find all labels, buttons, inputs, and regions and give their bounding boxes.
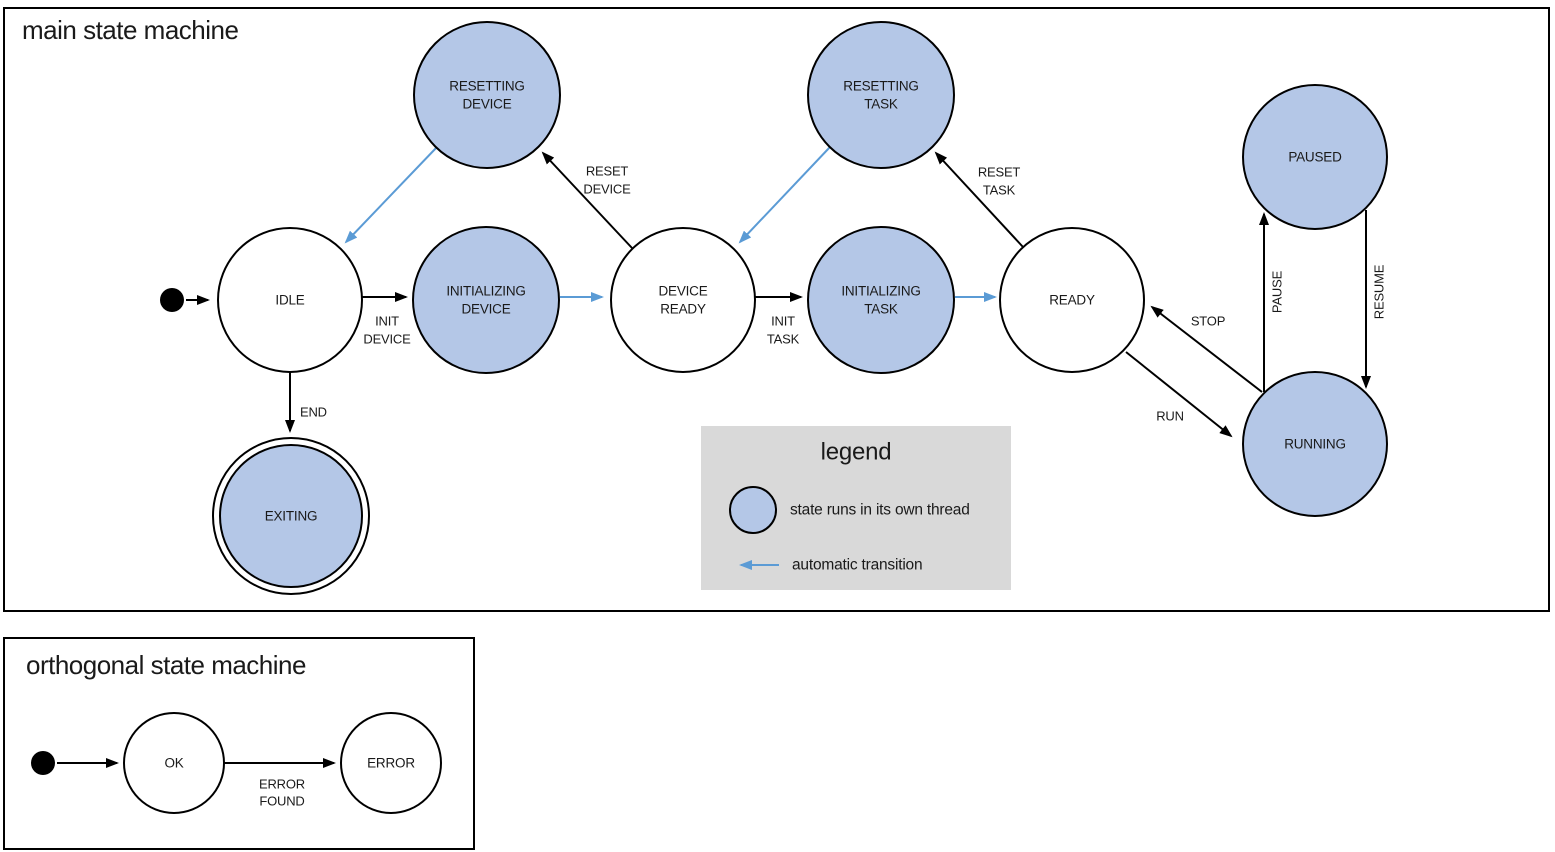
state-ready-label: READY [1049,293,1095,308]
main-state-machine-box: main state machine [3,7,1550,612]
transition-resetting-task-to-device-ready [738,146,831,244]
state-initializing-device-label: INITIALIZING [446,284,525,299]
state-idle: IDLE [217,227,363,373]
state-resetting-device-circle [413,21,561,169]
state-running: RUNNING [1242,371,1388,517]
state-device-ready-label: DEVICE [658,284,707,299]
label-resume: RESUME [1372,264,1387,319]
label-reset-device: DEVICE [583,182,631,197]
state-paused-circle [1242,84,1388,230]
legend-auto-transition-label: automatic transition [792,557,922,574]
state-initializing-task-circle [807,226,955,374]
transition-running-to-ready-stop [1150,305,1263,393]
state-paused-label: PAUSED [1288,150,1342,165]
state-exiting-final: EXITING [212,437,370,595]
orthogonal-box-border [3,637,475,850]
state-idle-label: IDLE [275,293,304,308]
transition-ready-to-resetting-task [934,151,1024,248]
state-error: ERROR [340,712,442,814]
state-initializing-task-label: INITIALIZING [841,284,920,299]
state-ready: READY [999,227,1145,373]
label-error-found: FOUND [259,794,304,809]
state-paused: PAUSED [1242,84,1388,230]
state-resetting-device-label: DEVICE [462,97,511,112]
transition-device-ready-to-resetting-device [541,151,633,249]
state-initializing-device-label: DEVICE [461,302,510,317]
transition-resetting-device-to-idle [344,146,438,244]
orthogonal-box-title: orthogonal state machine [26,650,306,680]
state-resetting-device-label: RESETTING [449,79,524,94]
label-pause: PAUSE [1270,270,1285,313]
label-init-task: INIT [771,314,795,329]
label-reset-task: TASK [983,183,1016,198]
main-transitions [186,146,1371,438]
state-running-label: RUNNING [1284,437,1346,452]
state-resetting-task: RESETTING TASK [807,21,955,169]
label-init-task: TASK [767,332,800,347]
orthogonal-initial-state-dot [31,751,55,775]
transition-ready-to-running-run [1125,351,1233,438]
state-initializing-device-circle [412,226,560,374]
state-ok: OK [123,712,225,814]
state-ok-circle [123,712,225,814]
state-error-circle [340,712,442,814]
state-resetting-task-label: RESETTING [843,79,918,94]
state-device-ready-label: READY [660,302,706,317]
state-ready-circle [999,227,1145,373]
label-error-found: ERROR [259,777,305,792]
state-initializing-task: INITIALIZING TASK [807,226,955,374]
state-initializing-device: INITIALIZING DEVICE [412,226,560,374]
state-running-circle [1242,371,1388,517]
legend-title: legend [821,439,892,466]
state-resetting-task-circle [807,21,955,169]
state-ok-label: OK [164,756,183,771]
label-init-device: DEVICE [363,332,411,347]
state-idle-circle [217,227,363,373]
state-resetting-device: RESETTING DEVICE [413,21,561,169]
state-exiting-label: EXITING [265,509,318,524]
state-device-ready: DEVICE READY [610,227,756,373]
main-box-title: main state machine [22,15,238,45]
state-exiting-circle [219,444,363,588]
initial-state-dot [160,288,184,312]
legend-thread-state-icon [729,486,777,534]
label-init-device: INIT [375,314,399,329]
state-resetting-task-label: TASK [864,97,898,112]
label-stop: STOP [1191,314,1225,329]
label-run: RUN [1156,409,1184,424]
label-reset-device: RESET [586,164,629,179]
legend-thread-state-label: state runs in its own thread [790,502,970,519]
main-transition-labels: INIT DEVICE RESET DEVICE INIT TASK RESET… [300,164,1387,424]
state-error-label: ERROR [367,756,415,771]
state-initializing-task-label: TASK [864,302,898,317]
orthogonal-state-machine-box: orthogonal state machine ERROR FOUND OK … [3,637,475,850]
main-box-border [3,7,1550,612]
label-reset-task: RESET [978,165,1021,180]
state-device-ready-circle [610,227,756,373]
legend-box: legend state runs in its own thread auto… [701,426,1011,590]
label-end: END [300,405,327,420]
